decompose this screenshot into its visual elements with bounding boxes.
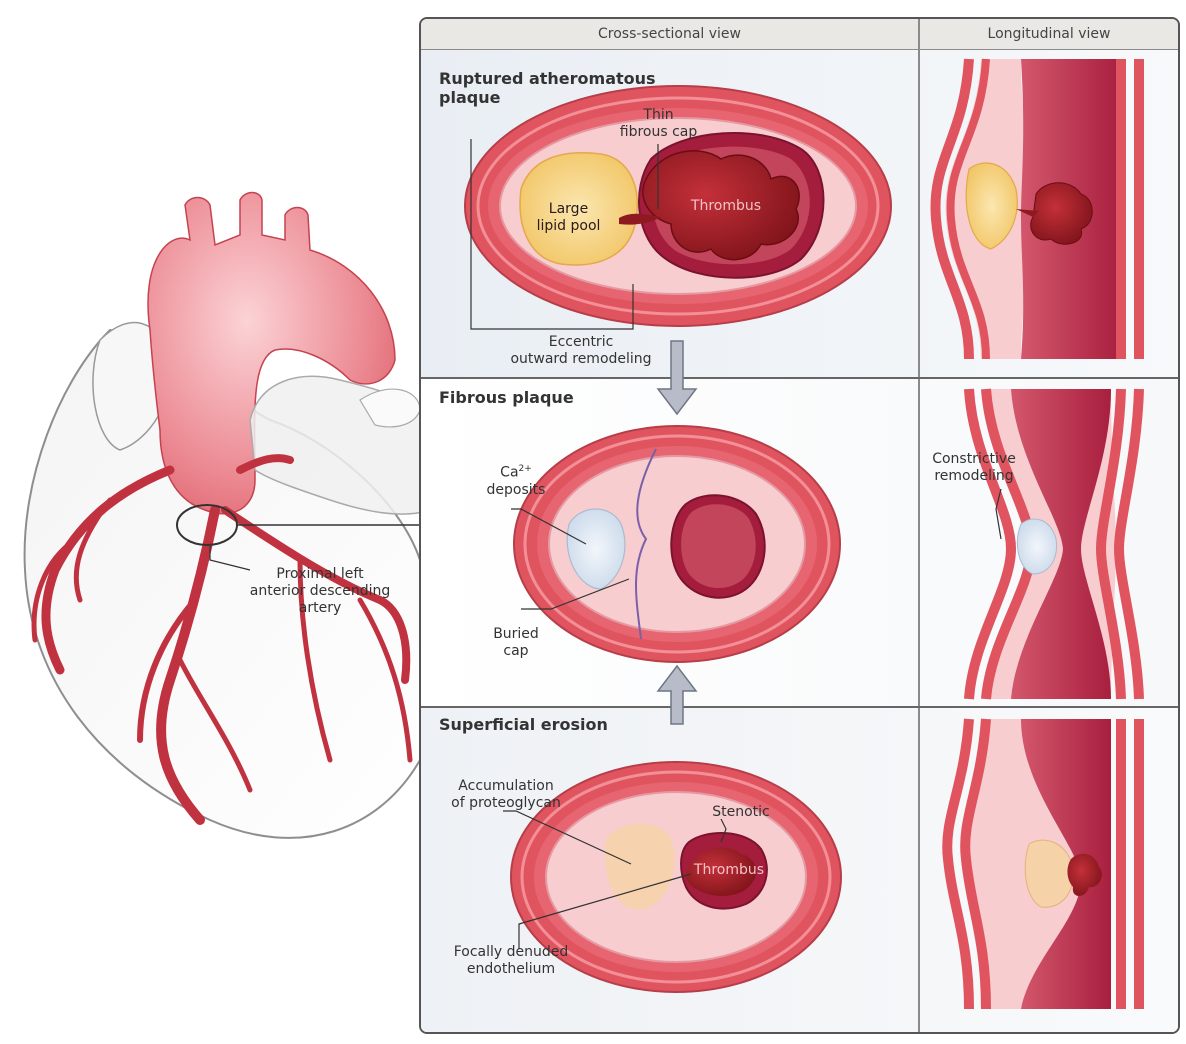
label-eccentric-remodeling: Eccentric outward remodeling [456, 334, 706, 368]
vessel-illustrations [421, 19, 1178, 1032]
label-thin-fibrous-cap: Thin fibrous cap [606, 107, 711, 141]
label-constrictive-remodeling: Constrictive remodeling [924, 451, 1024, 485]
title-erosion: Superficial erosion [439, 715, 608, 734]
label-ca-deposits: Ca2+ deposits [471, 461, 561, 499]
arrow-up [658, 666, 696, 724]
label-stenotic: Stenotic [691, 804, 791, 821]
label-large-lipid-pool: Large lipid pool [521, 201, 616, 235]
label-focally-denuded: Focally denuded endothelium [431, 944, 591, 978]
label-buried-cap: Buried cap [476, 626, 556, 660]
label-thrombus-erosion: Thrombus [679, 862, 779, 879]
title-fibrous: Fibrous plaque [439, 388, 574, 407]
label-thrombus-ruptured: Thrombus [676, 198, 776, 215]
title-ruptured: Ruptured atheromatous plaque [439, 69, 656, 107]
label-accumulation-proteoglycan: Accumulation of proteoglycan [436, 778, 576, 812]
fibrous-cross-section [514, 426, 840, 662]
fibrous-longitudinal [969, 389, 1139, 699]
plaque-panel: Cross-sectional view Longitudinal view [419, 17, 1180, 1034]
ruptured-longitudinal [935, 59, 1139, 359]
artery-label: Proximal left anterior descending artery [240, 566, 400, 617]
erosion-longitudinal [947, 719, 1139, 1009]
